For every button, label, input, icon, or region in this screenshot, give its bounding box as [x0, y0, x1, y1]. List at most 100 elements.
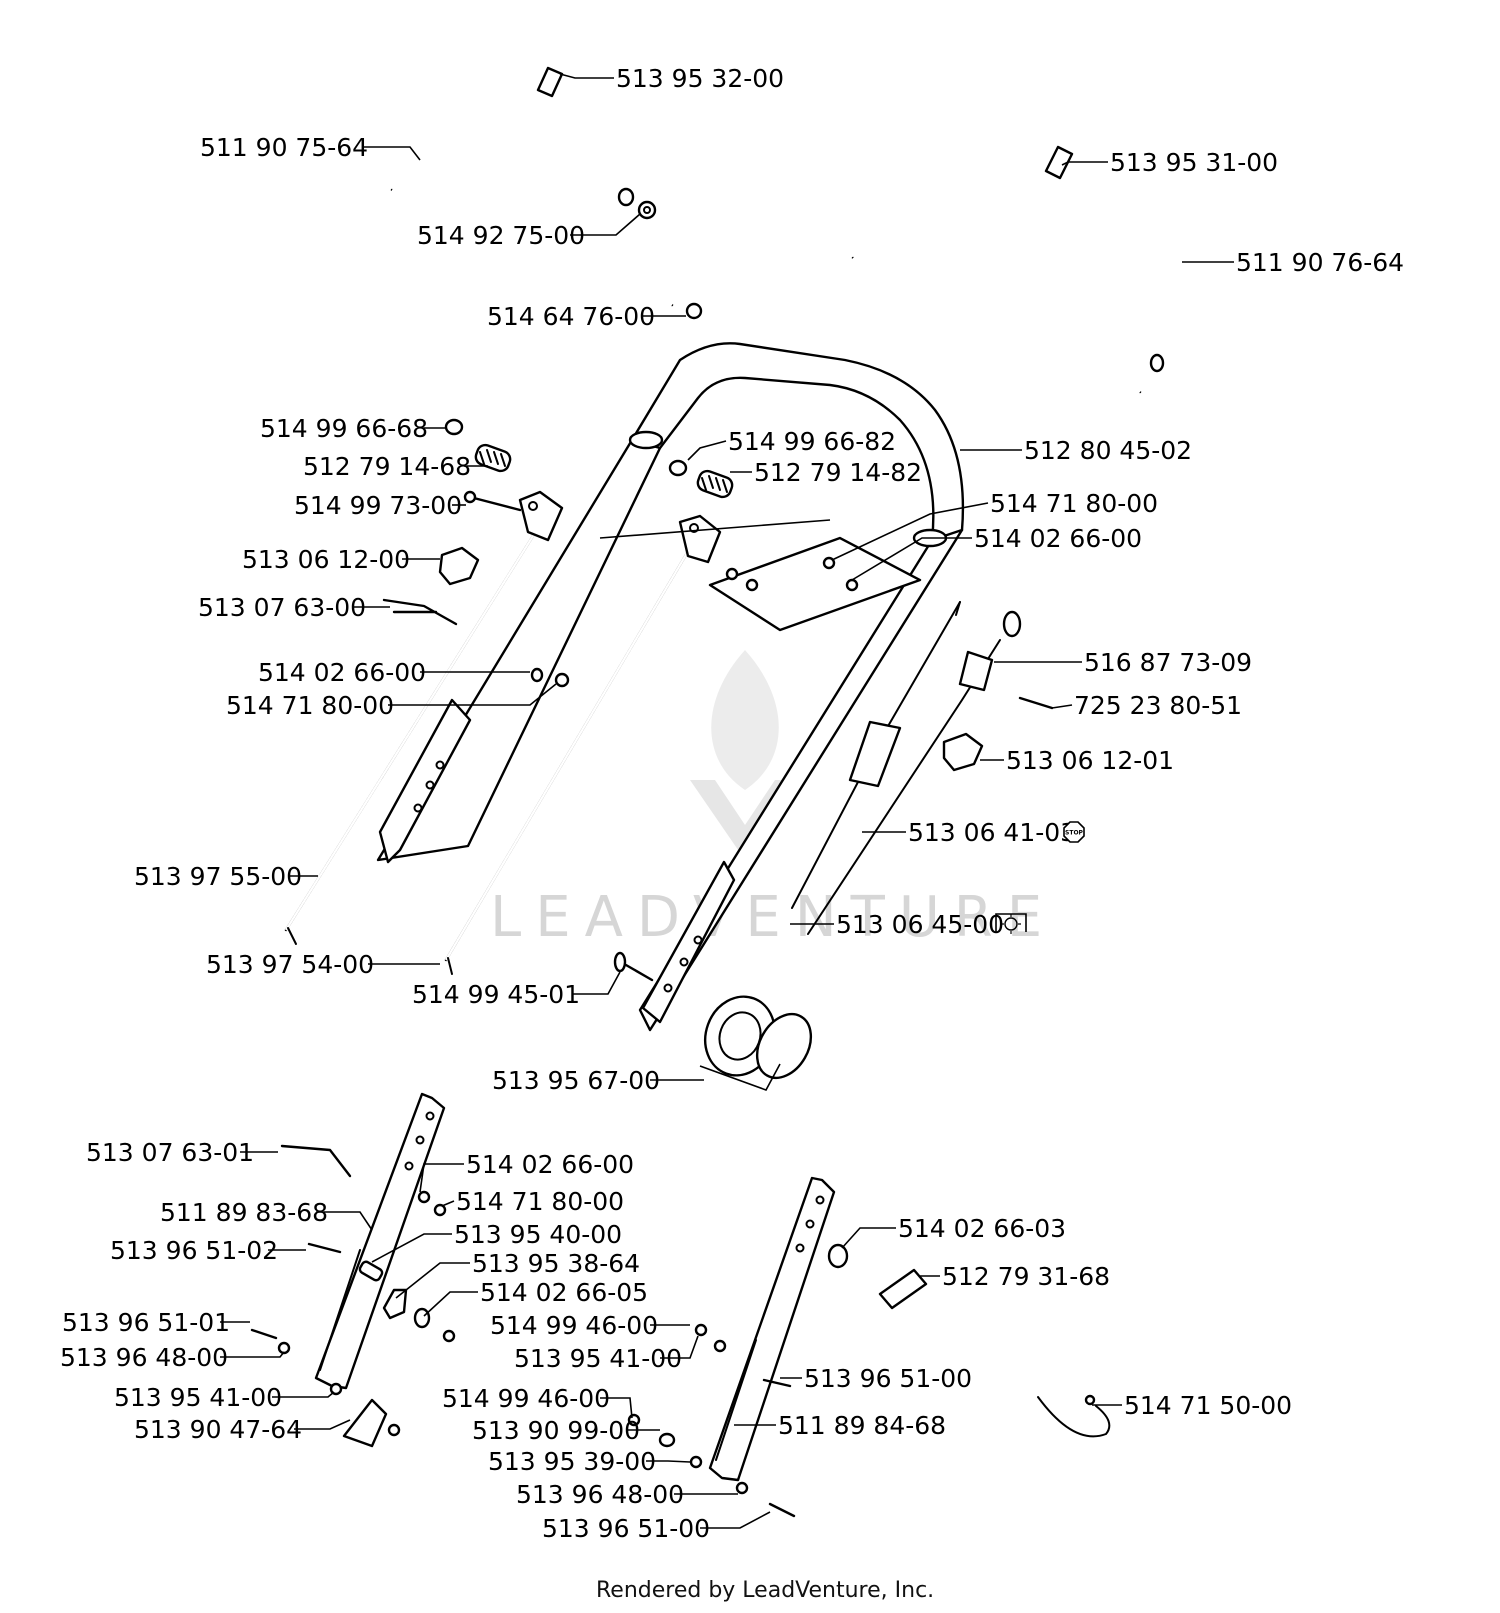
leader-39: [660, 1335, 699, 1359]
spring-knob-right: [696, 469, 734, 499]
part-label[interactable]: 513 96 48-00: [516, 1480, 684, 1509]
lower-right-handle: [708, 1176, 836, 1482]
spring-coils-right: [701, 475, 728, 493]
cam-lever-lower: [280, 1144, 352, 1178]
part-label[interactable]: 513 90 47-64: [134, 1415, 302, 1444]
bolt: [307, 1242, 342, 1254]
part-label[interactable]: 513 95 32-00: [616, 64, 784, 93]
stop-sign-icon: [1063, 821, 1085, 843]
handle-bolt-thread: [624, 963, 654, 982]
leader-5: [1061, 161, 1108, 166]
handle-lock: [878, 1268, 928, 1310]
part-label[interactable]: 513 95 40-00: [454, 1220, 622, 1249]
part-label[interactable]: 514 02 66-00: [466, 1150, 634, 1179]
part-label[interactable]: 514 02 66-00: [974, 524, 1142, 553]
part-label[interactable]: 514 64 76-00: [487, 302, 655, 331]
part-label[interactable]: 514 02 66-00: [258, 658, 426, 687]
part-label[interactable]: 514 92 75-00: [417, 221, 585, 250]
part-label[interactable]: 513 06 45-00: [836, 910, 1004, 939]
pivot-hole: [528, 501, 538, 511]
part-label[interactable]: 511 89 83-68: [160, 1198, 328, 1227]
part-label[interactable]: 513 97 54-00: [206, 950, 374, 979]
cable-adjuster: [958, 650, 994, 692]
bracket-hole: [404, 1161, 414, 1171]
part-label[interactable]: 514 99 73-00: [294, 491, 462, 520]
part-label[interactable]: 514 02 66-05: [480, 1278, 648, 1307]
part-label[interactable]: 514 99 66-68: [260, 414, 428, 443]
part-label[interactable]: 513 95 31-00: [1110, 148, 1278, 177]
part-label[interactable]: 513 06 41-03: [908, 818, 1076, 847]
bracket-hole: [663, 983, 673, 993]
part-label[interactable]: 512 79 14-82: [754, 458, 922, 487]
bail-grip-label: [536, 66, 564, 98]
part-label[interactable]: 512 79 31-68: [942, 1262, 1110, 1291]
part-label[interactable]: 513 96 51-01: [62, 1308, 230, 1337]
knob-cap-right: [668, 459, 688, 477]
part-label[interactable]: 511 89 84-68: [778, 1411, 946, 1440]
part-label[interactable]: 513 95 41-00: [514, 1344, 682, 1373]
part-label[interactable]: 514 99 46-00: [490, 1311, 658, 1340]
spacer-plate: [382, 1288, 408, 1320]
part-label[interactable]: 514 99 45-01: [412, 980, 580, 1009]
bracket-hole: [679, 957, 689, 967]
cable-clip-right: [942, 732, 984, 772]
part-label[interactable]: 725 23 80-51: [1074, 691, 1242, 720]
bracket-hole: [805, 1219, 815, 1229]
watermark-text: LEADVENTURE: [490, 885, 1056, 950]
leader-26: [572, 971, 621, 995]
part-label[interactable]: 513 96 51-02: [110, 1236, 278, 1265]
part-label[interactable]: 513 96 48-00: [60, 1343, 228, 1372]
part-label[interactable]: 514 71 80-00: [990, 489, 1158, 518]
stop-badge-text: STOP: [1065, 830, 1084, 837]
part-label[interactable]: 514 99 46-00: [442, 1384, 610, 1413]
nut: [442, 1329, 456, 1343]
part-label[interactable]: 513 95 39-00: [488, 1447, 656, 1476]
part-label[interactable]: 516 87 73-09: [1084, 648, 1252, 677]
part-label[interactable]: 511 90 75-64: [200, 133, 368, 162]
nut: [735, 1481, 749, 1495]
part-label[interactable]: 513 95 41-00: [114, 1383, 282, 1412]
part-label[interactable]: 514 02 66-03: [898, 1214, 1066, 1243]
bail-bushing: [617, 187, 635, 207]
leader-31: [316, 1211, 373, 1231]
part-label[interactable]: 514 71 50-00: [1124, 1391, 1292, 1420]
drive-bail-eye: [1149, 353, 1165, 373]
part-label[interactable]: 514 71 80-00: [226, 691, 394, 720]
part-label[interactable]: 513 96 51-00: [804, 1364, 972, 1393]
nut: [433, 1203, 447, 1217]
right-rod-end: [447, 957, 453, 975]
part-label[interactable]: 512 80 45-02: [1024, 436, 1192, 465]
part-label[interactable]: 513 95 38-64: [472, 1249, 640, 1278]
part-label[interactable]: 513 90 99-00: [472, 1416, 640, 1445]
part-label[interactable]: 511 90 76-64: [1236, 248, 1404, 277]
washer: [658, 1432, 676, 1448]
spring-coils-left: [479, 449, 506, 467]
hardware-bundle-outline: [599, 519, 831, 539]
drive-bail-label: [1044, 145, 1074, 180]
bail-washer: [637, 200, 657, 220]
part-label[interactable]: 513 07 63-01: [86, 1138, 254, 1167]
part-label[interactable]: 513 96 51-00: [542, 1514, 710, 1543]
right-handle-bracket: [641, 860, 736, 1024]
leader-34: [395, 1262, 470, 1299]
long-bolt-head: [463, 490, 477, 504]
part-label[interactable]: 513 97 55-00: [134, 862, 302, 891]
leader-35: [423, 1291, 478, 1317]
bracket-hole: [413, 803, 423, 813]
bracket-hole: [795, 1243, 805, 1253]
part-label[interactable]: 514 99 66-82: [728, 427, 896, 456]
lower-left-handle: [314, 1092, 446, 1390]
leader-lines: [220, 73, 1234, 1529]
part-label[interactable]: 513 06 12-00: [242, 545, 410, 574]
part-label[interactable]: 513 06 12-01: [1006, 746, 1174, 775]
throttle-cable-tip: [955, 601, 961, 616]
washer: [845, 578, 859, 592]
leader-38: [220, 1351, 285, 1358]
washer: [725, 567, 739, 581]
cable-clip: [438, 546, 480, 586]
part-label[interactable]: 514 71 80-00: [456, 1187, 624, 1216]
part-label[interactable]: 513 07 63-00: [198, 593, 366, 622]
part-label[interactable]: 513 95 67-00: [492, 1066, 660, 1095]
left-rod-end: [287, 927, 297, 945]
part-label[interactable]: 512 79 14-68: [303, 452, 471, 481]
